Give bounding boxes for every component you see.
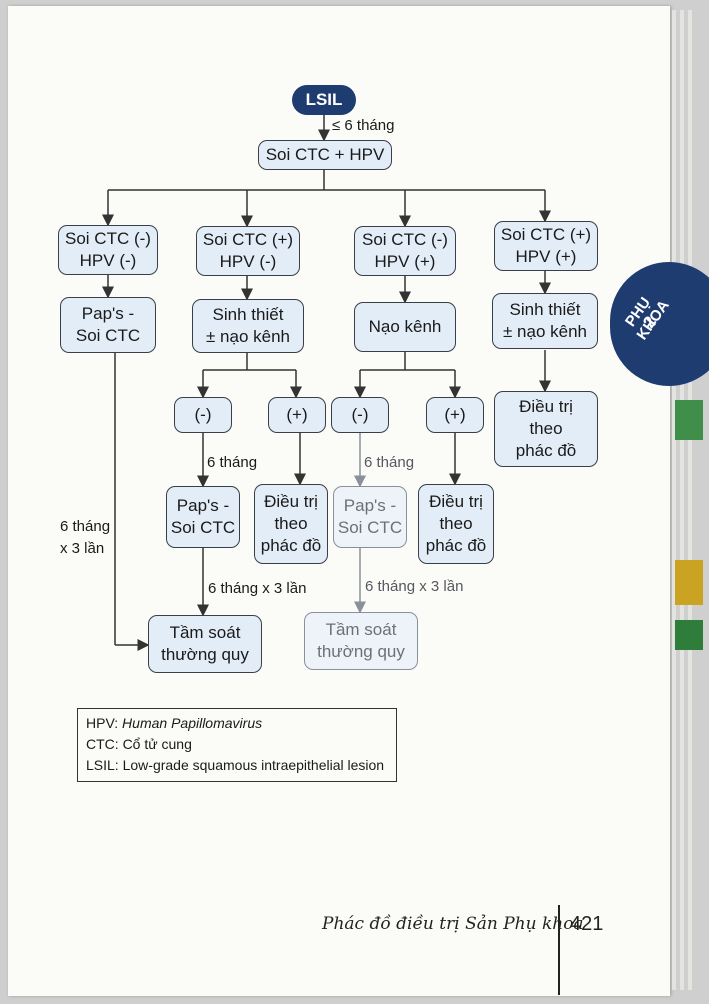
outcome-negative-node: (-) [331,397,389,433]
node-text: Soi CTC (-) [362,230,448,249]
endocervical-curettage-node: Nạo kênh [354,302,456,352]
node-text: Tầm soát [169,623,241,642]
node-text: thường quy [161,645,249,664]
page-edge [688,10,692,990]
node-text: Điều trị [264,492,318,511]
page-edge [680,10,684,990]
node-text: thường quy [317,642,405,661]
node-text: theo [529,419,563,438]
outcome-positive-node: (+) [426,397,484,433]
node-text: Soi CTC (-) [65,229,151,248]
interval-label: 6 tháng [364,454,415,471]
treatment-protocol-node: Điều trị theo phác đồ [494,391,598,467]
node-text: ± nạo kênh [205,327,290,346]
node-text: Tầm soát [325,620,397,639]
interval-label: 6 tháng [207,454,258,471]
node-text: Soi CTC [75,326,141,345]
interval-label: ≤ 6 tháng [332,117,395,134]
chapter-tab [610,262,709,386]
node-text: (+) [286,405,308,424]
abbreviation-legend: HPV: Human Papillomavirus CTC: Cổ tử cun… [77,708,397,782]
routine-screening-node: Tầm soát thường quy [148,615,262,673]
pap-colposcopy-node: Pap's - Soi CTC [333,486,407,548]
node-text: HPV (+) [515,247,577,266]
node-text: Soi CTC (+) [202,230,294,249]
interval-label: 6 tháng x 3 lần [365,578,464,595]
node-text: HPV (-) [79,251,137,270]
outcome-negative-node: (-) [174,397,232,433]
edge-color-mark [675,400,703,440]
page-number: 421 [570,913,604,935]
node-text: Nạo kênh [368,317,442,336]
node-text: theo [274,514,308,533]
node-text: theo [439,514,473,533]
colposcopy-hpv-node: Soi CTC + HPV [258,140,392,170]
book-title: Phác đồ điều trị Sản Phụ khoa [322,914,584,934]
edge-color-mark [675,560,703,605]
treatment-protocol-node: Điều trị theo phác đồ [418,484,494,564]
node-text: Soi CTC (+) [500,225,592,244]
lsil-start-node: LSIL [292,85,356,115]
result-node-colpo-neg-hpv-pos: Soi CTC (-) HPV (+) [354,226,456,276]
node-text: (-) [194,405,212,424]
result-node-colpo-neg-hpv-neg: Soi CTC (-) HPV (-) [58,225,158,275]
result-node-colpo-pos-hpv-pos: Soi CTC (+) HPV (+) [494,221,598,271]
node-text: (-) [351,405,369,424]
legend-row: CTC: Cổ tử cung [86,736,192,752]
interval-label: 6 tháng x 3 lần [208,580,307,597]
pap-colposcopy-node: Pap's - Soi CTC [166,486,240,548]
node-text: Điều trị [519,397,573,416]
node-text: phác đồ [515,441,577,460]
interval-label: 6 tháng [60,518,111,535]
treatment-protocol-node: Điều trị theo phác đồ [254,484,328,564]
outcome-positive-node: (+) [268,397,326,433]
edge-color-mark [675,620,703,650]
node-text: phác đồ [425,536,487,555]
node-text: Soi CTC + HPV [265,145,385,164]
node-text: Sinh thiết [509,300,581,319]
routine-screening-node: Tầm soát thường quy [304,612,418,670]
legend-row: LSIL: Low-grade squamous intraepithelial… [86,757,385,773]
node-text: HPV (+) [374,252,436,271]
result-node-colpo-pos-hpv-neg: Soi CTC (+) HPV (-) [196,226,300,276]
biopsy-curettage-node: Sinh thiết ± nạo kênh [492,293,598,349]
node-text: Soi CTC [337,518,403,537]
biopsy-curettage-node: Sinh thiết ± nạo kênh [192,299,304,353]
node-text: Pap's - [343,496,397,515]
node-text: Sinh thiết [212,305,284,324]
node-text: Pap's - [81,304,135,323]
footer-divider [558,905,560,995]
node-text: HPV (-) [219,252,277,271]
legend-row: HPV: Human Papillomavirus [86,715,263,731]
node-text: Điều trị [429,492,483,511]
node-text: ± nạo kênh [502,322,587,341]
page-edge [672,10,676,990]
interval-label: x 3 lần [60,540,105,557]
node-text: phác đồ [260,536,322,555]
node-text: Pap's - [176,496,230,515]
pap-colposcopy-node: Pap's - Soi CTC [60,297,156,353]
node-text: Soi CTC [170,518,236,537]
node-text: (+) [444,405,466,424]
